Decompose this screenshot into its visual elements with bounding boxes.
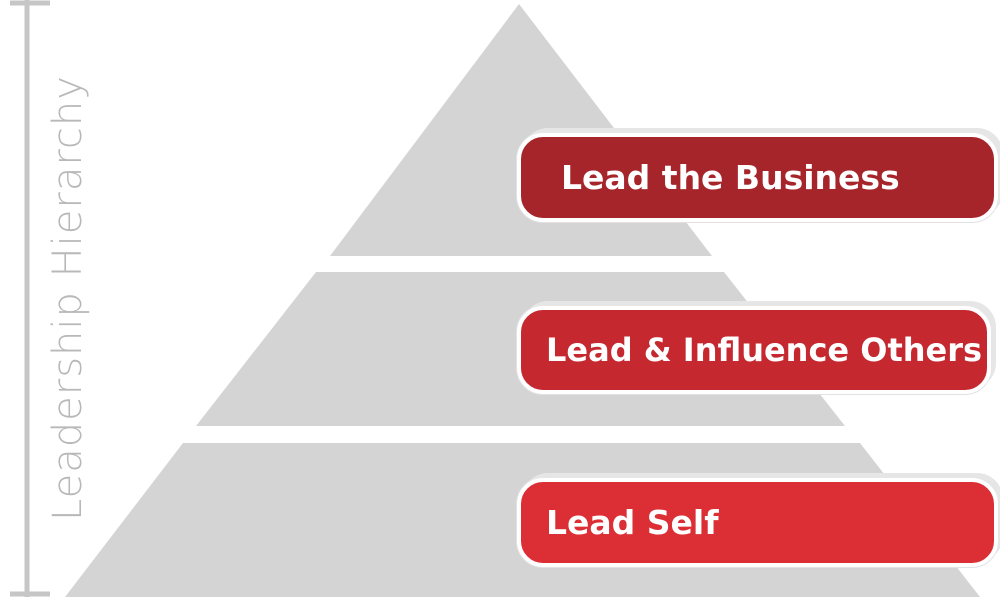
level-lead-and-influence-others: Lead & Influence Others [517,306,991,394]
level-label-lead-the-business: Lead the Business [561,158,900,197]
level-label-lead-self: Lead Self [546,503,719,542]
leadership-hierarchy-axis-label: Leadership Hierarchy [45,75,91,521]
hierarchy-axis-bracket [10,0,50,597]
level-lead-self: Lead Self [517,478,998,567]
level-label-lead-and-influence-others: Lead & Influence Others [546,331,983,369]
level-lead-the-business: Lead the Business [517,133,998,222]
